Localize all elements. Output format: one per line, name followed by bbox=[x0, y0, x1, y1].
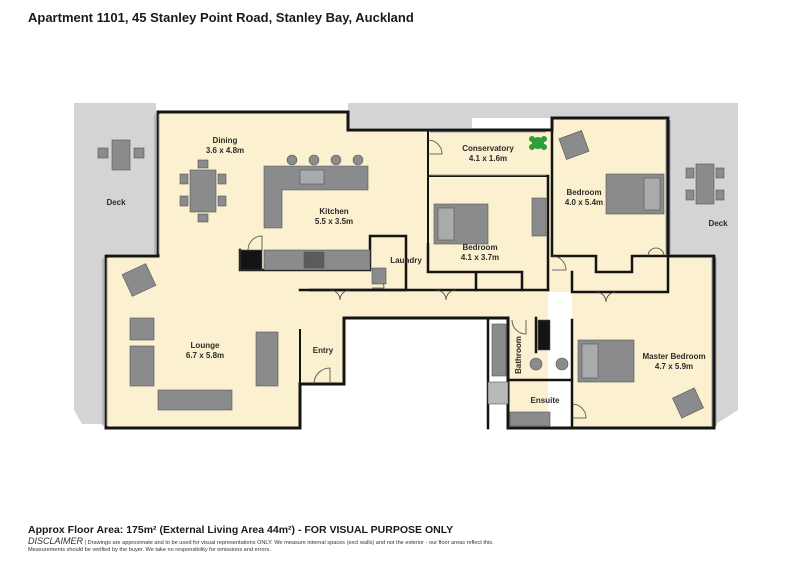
bedroom-mid-wall bbox=[426, 174, 550, 292]
deck-chair bbox=[133, 147, 145, 159]
armchair-ne bbox=[558, 130, 590, 160]
deck-table-left bbox=[111, 139, 131, 171]
deck-chair bbox=[685, 189, 695, 201]
lounge-size: 6.7 x 5.8m bbox=[186, 351, 224, 360]
kitchen-size: 5.5 x 3.5m bbox=[315, 217, 353, 226]
bath-walls bbox=[486, 316, 574, 430]
windows bbox=[102, 114, 717, 426]
deck-chair bbox=[715, 167, 725, 179]
floorplan-title: Apartment 1101, 45 Stanley Point Road, S… bbox=[28, 10, 414, 25]
door-conservatory bbox=[427, 139, 443, 155]
bed-mid-pillow bbox=[437, 207, 455, 241]
bathroom-name: Bathroom bbox=[514, 336, 523, 374]
door-kitchen bbox=[247, 235, 263, 251]
walls bbox=[104, 110, 716, 430]
dining-chair bbox=[197, 213, 209, 223]
deck-chair bbox=[97, 147, 109, 159]
armchair-lounge bbox=[121, 263, 157, 297]
disclaimer-text: | Drawings are approximate and to be use… bbox=[84, 540, 494, 546]
door-ensuite bbox=[571, 403, 587, 419]
laundry-name: Laundry bbox=[390, 256, 422, 265]
room-labels: Dining 3.6 x 4.8m Conservatory 4.1 x 1.6… bbox=[106, 136, 728, 405]
disclaimer-text-2: Measurements should be verified by the b… bbox=[28, 547, 271, 553]
deck-left-name: Deck bbox=[106, 198, 126, 207]
deck-left bbox=[74, 103, 156, 424]
furniture bbox=[97, 130, 725, 427]
dining-size: 3.6 x 4.8m bbox=[206, 146, 244, 155]
lounge-sofa-right bbox=[255, 331, 279, 387]
dining-chair bbox=[217, 195, 227, 207]
conservatory-wall bbox=[427, 129, 549, 245]
kitchen-name: Kitchen bbox=[319, 207, 348, 216]
shower bbox=[487, 381, 509, 405]
ensuite-name: Ensuite bbox=[531, 396, 560, 405]
plant-icon bbox=[529, 136, 547, 150]
bedroom-mid-size: 4.1 x 3.7m bbox=[461, 253, 499, 262]
lounge-chair bbox=[129, 317, 155, 341]
dining-chair bbox=[179, 173, 189, 185]
cooktop bbox=[303, 251, 325, 269]
deck-top bbox=[348, 103, 472, 128]
desk-mid bbox=[531, 197, 547, 237]
conservatory-name: Conservatory bbox=[462, 144, 514, 153]
vanity bbox=[509, 411, 551, 427]
bedroom-mid-name: Bedroom bbox=[462, 243, 497, 252]
fridge bbox=[239, 249, 263, 271]
floor-plan: Dining 3.6 x 4.8m Conservatory 4.1 x 1.6… bbox=[74, 103, 738, 430]
floor-area-label: Approx Floor Area: 175m² (External Livin… bbox=[28, 524, 454, 536]
bathtub bbox=[491, 323, 507, 377]
bar-stool bbox=[352, 154, 364, 166]
dining-chair bbox=[197, 159, 209, 169]
bedroom-ne-size: 4.0 x 5.4m bbox=[565, 198, 603, 207]
dining-chair bbox=[217, 173, 227, 185]
bar-stool bbox=[308, 154, 320, 166]
door-bedroom-ne bbox=[551, 255, 567, 271]
toilet bbox=[555, 357, 569, 371]
master-name: Master Bedroom bbox=[642, 352, 705, 361]
bed-ne-pillow bbox=[643, 177, 661, 211]
window-lines bbox=[102, 114, 717, 426]
conservatory-size: 4.1 x 1.6m bbox=[469, 154, 507, 163]
doors bbox=[247, 139, 665, 419]
door-entry bbox=[313, 367, 331, 385]
bar-stool bbox=[286, 154, 298, 166]
disclaimer: DISCLAIMER | Drawings are approximate an… bbox=[28, 536, 788, 554]
bar-stool bbox=[330, 154, 342, 166]
door-bath bbox=[511, 319, 527, 335]
dining-table bbox=[189, 169, 217, 213]
deck-chair bbox=[715, 189, 725, 201]
deck-table-right bbox=[695, 163, 715, 205]
deck-areas bbox=[74, 103, 738, 424]
door-corridor-2 bbox=[435, 289, 457, 301]
entry-name: Entry bbox=[313, 346, 334, 355]
lounge-name: Lounge bbox=[191, 341, 220, 350]
kitchen-island bbox=[263, 165, 369, 229]
disclaimer-heading: DISCLAIMER bbox=[28, 536, 84, 546]
door-master bbox=[595, 291, 617, 303]
lounge-chair bbox=[129, 345, 155, 387]
lounge-sofa-bottom bbox=[157, 389, 233, 411]
armchair-master bbox=[672, 387, 704, 419]
bedroom-ne-name: Bedroom bbox=[566, 188, 601, 197]
footer: Approx Floor Area: 175m² (External Livin… bbox=[28, 524, 788, 554]
door-corridor-1 bbox=[329, 289, 351, 301]
ensuite-bench bbox=[537, 319, 551, 351]
deck-chair bbox=[685, 167, 695, 179]
bed-master-pillow bbox=[581, 343, 599, 379]
toilet bbox=[529, 357, 543, 371]
deck-right-name: Deck bbox=[708, 219, 728, 228]
door-deck-bed bbox=[647, 247, 665, 257]
deck-right bbox=[472, 103, 738, 424]
kitchen-sink bbox=[299, 169, 325, 185]
dining-name: Dining bbox=[213, 136, 238, 145]
laundry-tub bbox=[371, 267, 387, 285]
dining-chair bbox=[179, 195, 189, 207]
master-size: 4.7 x 5.9m bbox=[655, 362, 693, 371]
